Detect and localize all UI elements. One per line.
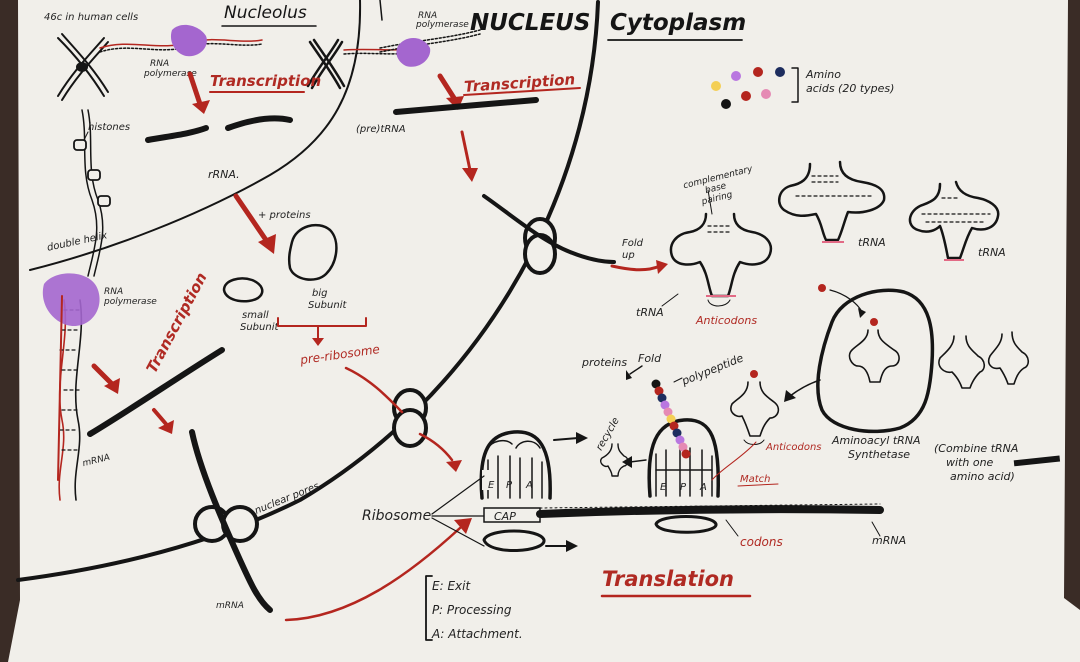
fold-label: Fold — [638, 352, 662, 365]
nucleolus-divider — [379, 0, 383, 21]
chromosome — [306, 38, 346, 90]
nucleus-title: NUCLEUS — [470, 10, 590, 36]
mrna-strand-2 — [189, 429, 273, 613]
mrna-translated — [536, 505, 884, 518]
amino-acid-dot — [721, 99, 731, 109]
site-p-label-2: P — [680, 482, 687, 493]
legend-attachment: A: Attachment. — [431, 627, 523, 641]
rrna-label: rRNA. — [208, 168, 240, 181]
trna-shape — [908, 180, 1000, 261]
amino-acid-dot — [753, 67, 763, 77]
polypeptide-bead — [651, 379, 661, 389]
rrna-fragment — [145, 125, 209, 143]
amino-acid-dot — [711, 81, 721, 91]
ribosome-small — [482, 529, 546, 552]
histones-label: histones — [88, 122, 130, 133]
polypeptide-bead — [663, 407, 673, 417]
polypeptide-bead — [675, 435, 685, 445]
trna-shape — [987, 331, 1030, 385]
polypeptide-chain — [651, 379, 691, 459]
polypeptide-bead — [666, 414, 676, 424]
mrna-strand-1 — [87, 347, 225, 437]
synthetase-enzyme — [816, 288, 935, 434]
polypeptide-bead — [654, 386, 664, 396]
amino-acid-dot — [731, 71, 741, 81]
site-a-label: A — [525, 480, 533, 491]
site-e-label: E — [488, 480, 495, 491]
mrna-label-2: mRNA — [216, 601, 244, 611]
nucleolus-boundary — [29, 0, 362, 271]
translation-title: Translation — [602, 567, 734, 591]
anticodons-label-1: Anticodons — [695, 314, 757, 327]
epa-legend: E: Exit P: Processing A: Attachment. — [425, 575, 523, 641]
site-a-label-2: A — [699, 482, 707, 493]
ribosome-label: Ribosome — [362, 508, 431, 524]
cap-label: CAP — [494, 510, 516, 523]
amino-acid-dot — [761, 89, 771, 99]
amino-acids-label: Amino acids (20 types) — [805, 68, 894, 95]
paper-sheet — [8, 0, 1080, 662]
nucleolus-title: Nucleolus — [224, 3, 307, 23]
legend-processing: P: Processing — [432, 603, 512, 617]
mrna-label-3: mRNA — [872, 534, 906, 547]
combine-label: (Combine tRNA with one amino acid) — [934, 442, 1022, 483]
trna-label-3: tRNA — [978, 246, 1006, 259]
rna-polymerase-blob — [170, 24, 207, 57]
proteins-plus-label: + proteins — [258, 210, 311, 221]
pre-trna-strand — [393, 97, 539, 115]
histones-markers — [73, 139, 111, 207]
site-e-label-2: E — [660, 482, 667, 493]
polypeptide-bead — [657, 393, 667, 403]
trna-label-1: tRNA — [636, 306, 664, 319]
pre-trna-label: (pre)tRNA — [356, 124, 406, 135]
ribosome-large: E P A — [479, 430, 552, 500]
synthetase-label: Aminoacyl tRNA Synthetase — [831, 434, 924, 461]
trna-shape — [669, 212, 773, 298]
amino-acid-dot — [775, 67, 785, 77]
anticodons-label-2: Anticodons — [765, 442, 822, 453]
polypeptide-bead — [669, 421, 679, 431]
legend-exit: E: Exit — [432, 579, 471, 593]
ribosome-active: E P A — [647, 418, 721, 534]
human-cells-label: 46c in human cells — [44, 12, 138, 23]
nuclear-pore — [392, 388, 428, 448]
small-subunit-shape — [222, 277, 264, 303]
big-subunit-shape — [287, 223, 338, 281]
amino-acid-dots — [711, 67, 785, 109]
cytoplasm-title: Cytoplasm — [610, 10, 746, 36]
polypeptide-bead — [672, 428, 682, 438]
chromosome — [57, 33, 109, 101]
trna-shape — [938, 335, 986, 389]
trna-shape — [777, 160, 886, 243]
nuclear-pore — [523, 217, 557, 275]
amino-acid-dot — [741, 91, 751, 101]
trna-label-2: tRNA — [858, 236, 886, 249]
proteins-label: proteins — [581, 356, 627, 369]
trna-through-pore — [482, 194, 616, 264]
nuclear-envelope — [16, 0, 600, 582]
dna-chromosome-arm — [81, 109, 98, 277]
transcription-arrow — [187, 71, 203, 107]
rna-polymerase-blob — [42, 273, 100, 326]
polypeptide-bead — [660, 400, 670, 410]
transcription-label-1: Transcription — [210, 72, 321, 90]
polypeptide-bead — [678, 442, 688, 452]
match-label: Match — [740, 474, 771, 485]
site-p-label: P — [506, 480, 513, 491]
polypeptide-bead — [681, 449, 691, 459]
codons-label: codons — [740, 535, 783, 549]
